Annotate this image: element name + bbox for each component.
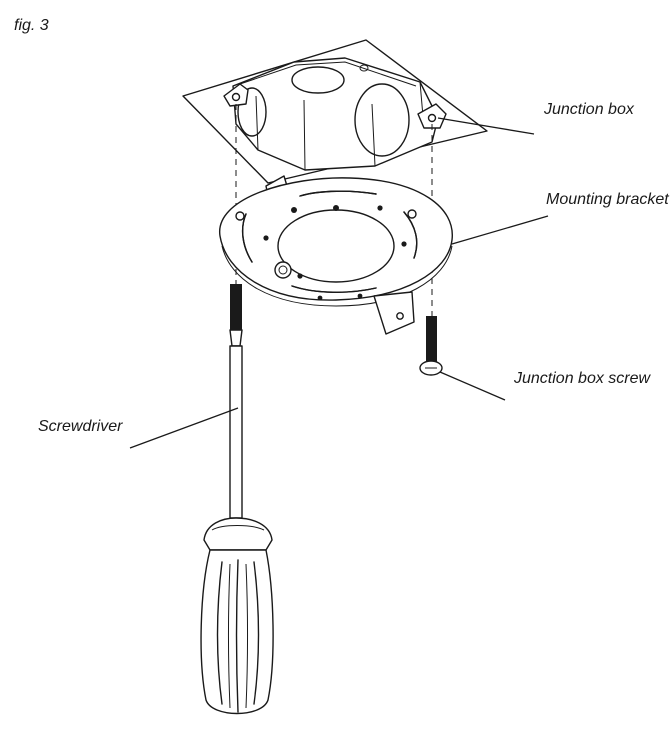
- mounting-bracket-label: Mounting bracket: [546, 191, 669, 208]
- right-ear: [417, 103, 447, 129]
- left-knockout: [237, 87, 267, 137]
- right-knockout: [354, 83, 410, 157]
- junction-box-screw-leader: [439, 371, 506, 401]
- junction-box-screw: [419, 316, 443, 376]
- figure-label: fig. 3: [14, 17, 49, 34]
- ground-screw: [274, 261, 292, 279]
- mounting-bracket: [219, 175, 453, 335]
- top-knockout: [291, 66, 345, 94]
- screwdriver: [200, 329, 274, 715]
- screwdriver-shaft: [229, 345, 243, 519]
- left-screw: [230, 284, 242, 330]
- screwdriver-leader: [129, 407, 239, 449]
- mounting-bracket-leader: [451, 215, 549, 245]
- junction-box-label: Junction box: [543, 101, 635, 118]
- junction-box-leader: [437, 117, 535, 135]
- junction-box: [182, 39, 488, 184]
- left-ear: [223, 83, 249, 107]
- screwdriver-label: Screwdriver: [38, 418, 123, 435]
- right-bracket-tab: [373, 291, 415, 335]
- junction-box-screw-label: Junction box screw: [513, 370, 652, 387]
- screwdriver-ferrule: [203, 517, 273, 551]
- junction-box-body: [232, 57, 439, 171]
